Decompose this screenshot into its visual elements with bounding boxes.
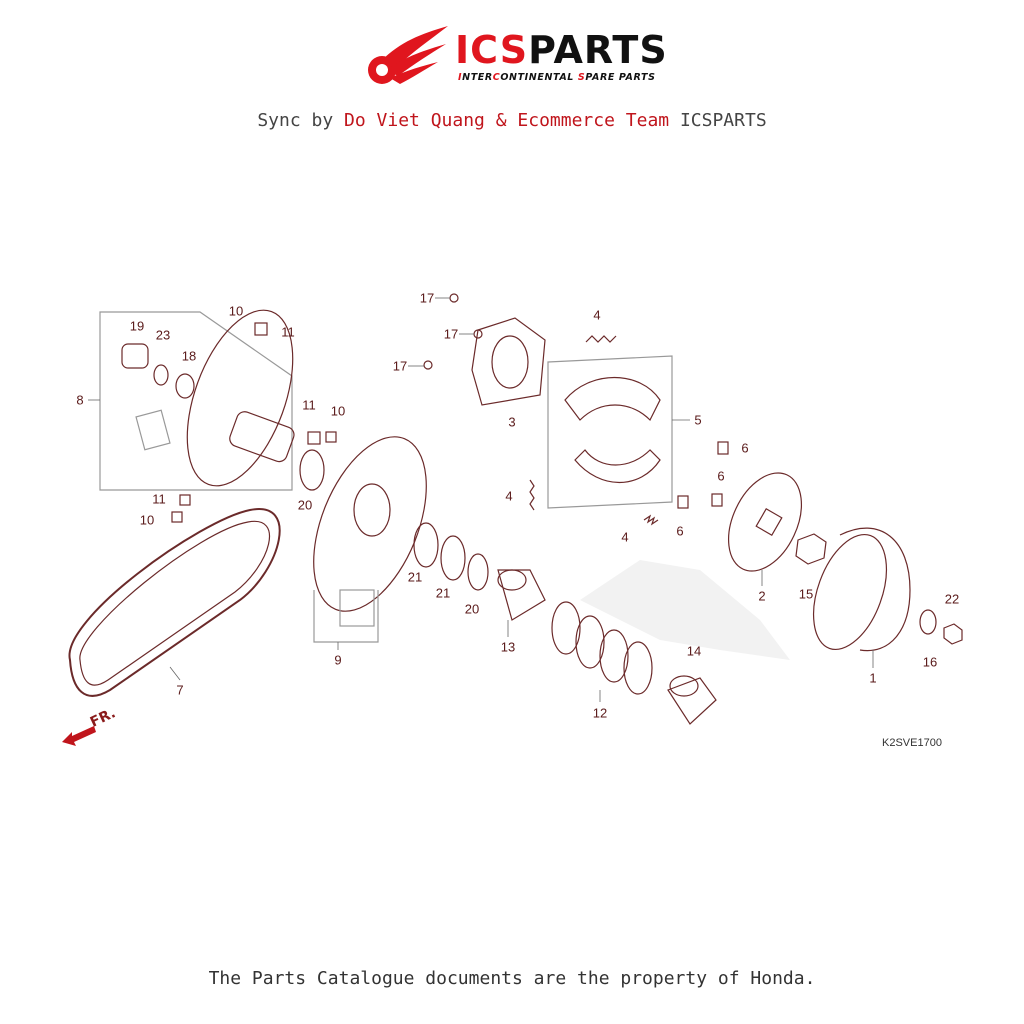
part-callout: 11	[152, 491, 166, 507]
part-callout: 4	[621, 529, 629, 545]
part-callout: 6	[741, 440, 749, 456]
tagline-segment: C	[492, 72, 501, 83]
part-callout: 20	[464, 601, 480, 617]
part-callout: 20	[297, 497, 313, 513]
clutch-spring	[551, 601, 653, 695]
part-callout: 19	[129, 318, 145, 334]
group-8-bracket	[99, 311, 293, 491]
part-callout: 23	[155, 327, 171, 343]
part-callout: 12	[592, 705, 608, 721]
part-callout: 18	[181, 348, 197, 364]
part-callout: 15	[798, 586, 814, 602]
logo-wordmark-red: ICS	[455, 28, 529, 72]
part-callout: 10	[139, 512, 155, 528]
part-callout: 7	[176, 682, 184, 698]
part-callout: 3	[508, 414, 516, 430]
collar	[497, 569, 546, 621]
tagline-segment: I	[458, 72, 463, 83]
drive-plate	[728, 472, 802, 572]
clutch-outer	[812, 533, 888, 651]
part-callout: 6	[676, 523, 684, 539]
part-callout: 17	[392, 358, 408, 374]
footer-copyright: The Parts Catalogue documents are the pr…	[208, 968, 816, 989]
logo-wordmark: ICSPARTS	[455, 30, 668, 70]
ics-logo-wing	[368, 26, 448, 84]
part-callout: 6	[717, 468, 725, 484]
drive-face	[313, 436, 427, 612]
tagline-segment: PARE PARTS	[585, 72, 656, 83]
group-9-bracket	[313, 590, 379, 643]
honda-watermark-shape	[580, 560, 790, 660]
sync-credit: Sync by Do Viet Quang & Ecommerce Team I…	[0, 110, 1024, 131]
tagline-segment: ONTINENTAL	[500, 72, 578, 83]
part-callout: 17	[443, 326, 459, 342]
part-callout: 10	[330, 403, 346, 419]
tagline-segment: NTER	[462, 72, 493, 83]
part-callout: 22	[944, 591, 960, 607]
part-callout: 2	[758, 588, 766, 604]
part-callout: 4	[505, 488, 513, 504]
part-callout: 17	[419, 290, 435, 306]
logo-wordmark-black: PARTS	[528, 28, 668, 72]
part-callout: 13	[500, 639, 516, 655]
sync-suffix: ICSPARTS	[669, 110, 767, 131]
group-5-bracket	[547, 355, 673, 509]
part-callout: 21	[407, 569, 423, 585]
part-callout: 5	[694, 412, 702, 428]
part-callout: 4	[593, 307, 601, 323]
drawing-code: K2SVE1700	[882, 737, 942, 749]
part-callout: 9	[334, 652, 342, 668]
clutch-shoes	[564, 376, 661, 483]
sync-highlight: Do Viet Quang & Ecommerce Team	[344, 110, 670, 131]
tagline-segment: S	[577, 72, 586, 83]
front-direction-arrow-icon	[62, 726, 96, 746]
drive-belt	[68, 508, 281, 697]
part-callout: 10	[228, 303, 244, 319]
movable-drive-face	[186, 309, 294, 487]
part-callout: 14	[686, 643, 702, 659]
part-callout: 11	[302, 397, 316, 413]
part-callout: 11	[281, 324, 295, 340]
clutch-plate	[471, 317, 546, 406]
part-callout: 8	[76, 392, 84, 408]
part-callout: 1	[869, 670, 877, 686]
sync-prefix: Sync by	[257, 110, 345, 131]
part-callout: 16	[922, 654, 938, 670]
part-callout: 21	[435, 585, 451, 601]
logo-tagline: INTERCONTINENTAL SPARE PARTS	[458, 72, 656, 83]
